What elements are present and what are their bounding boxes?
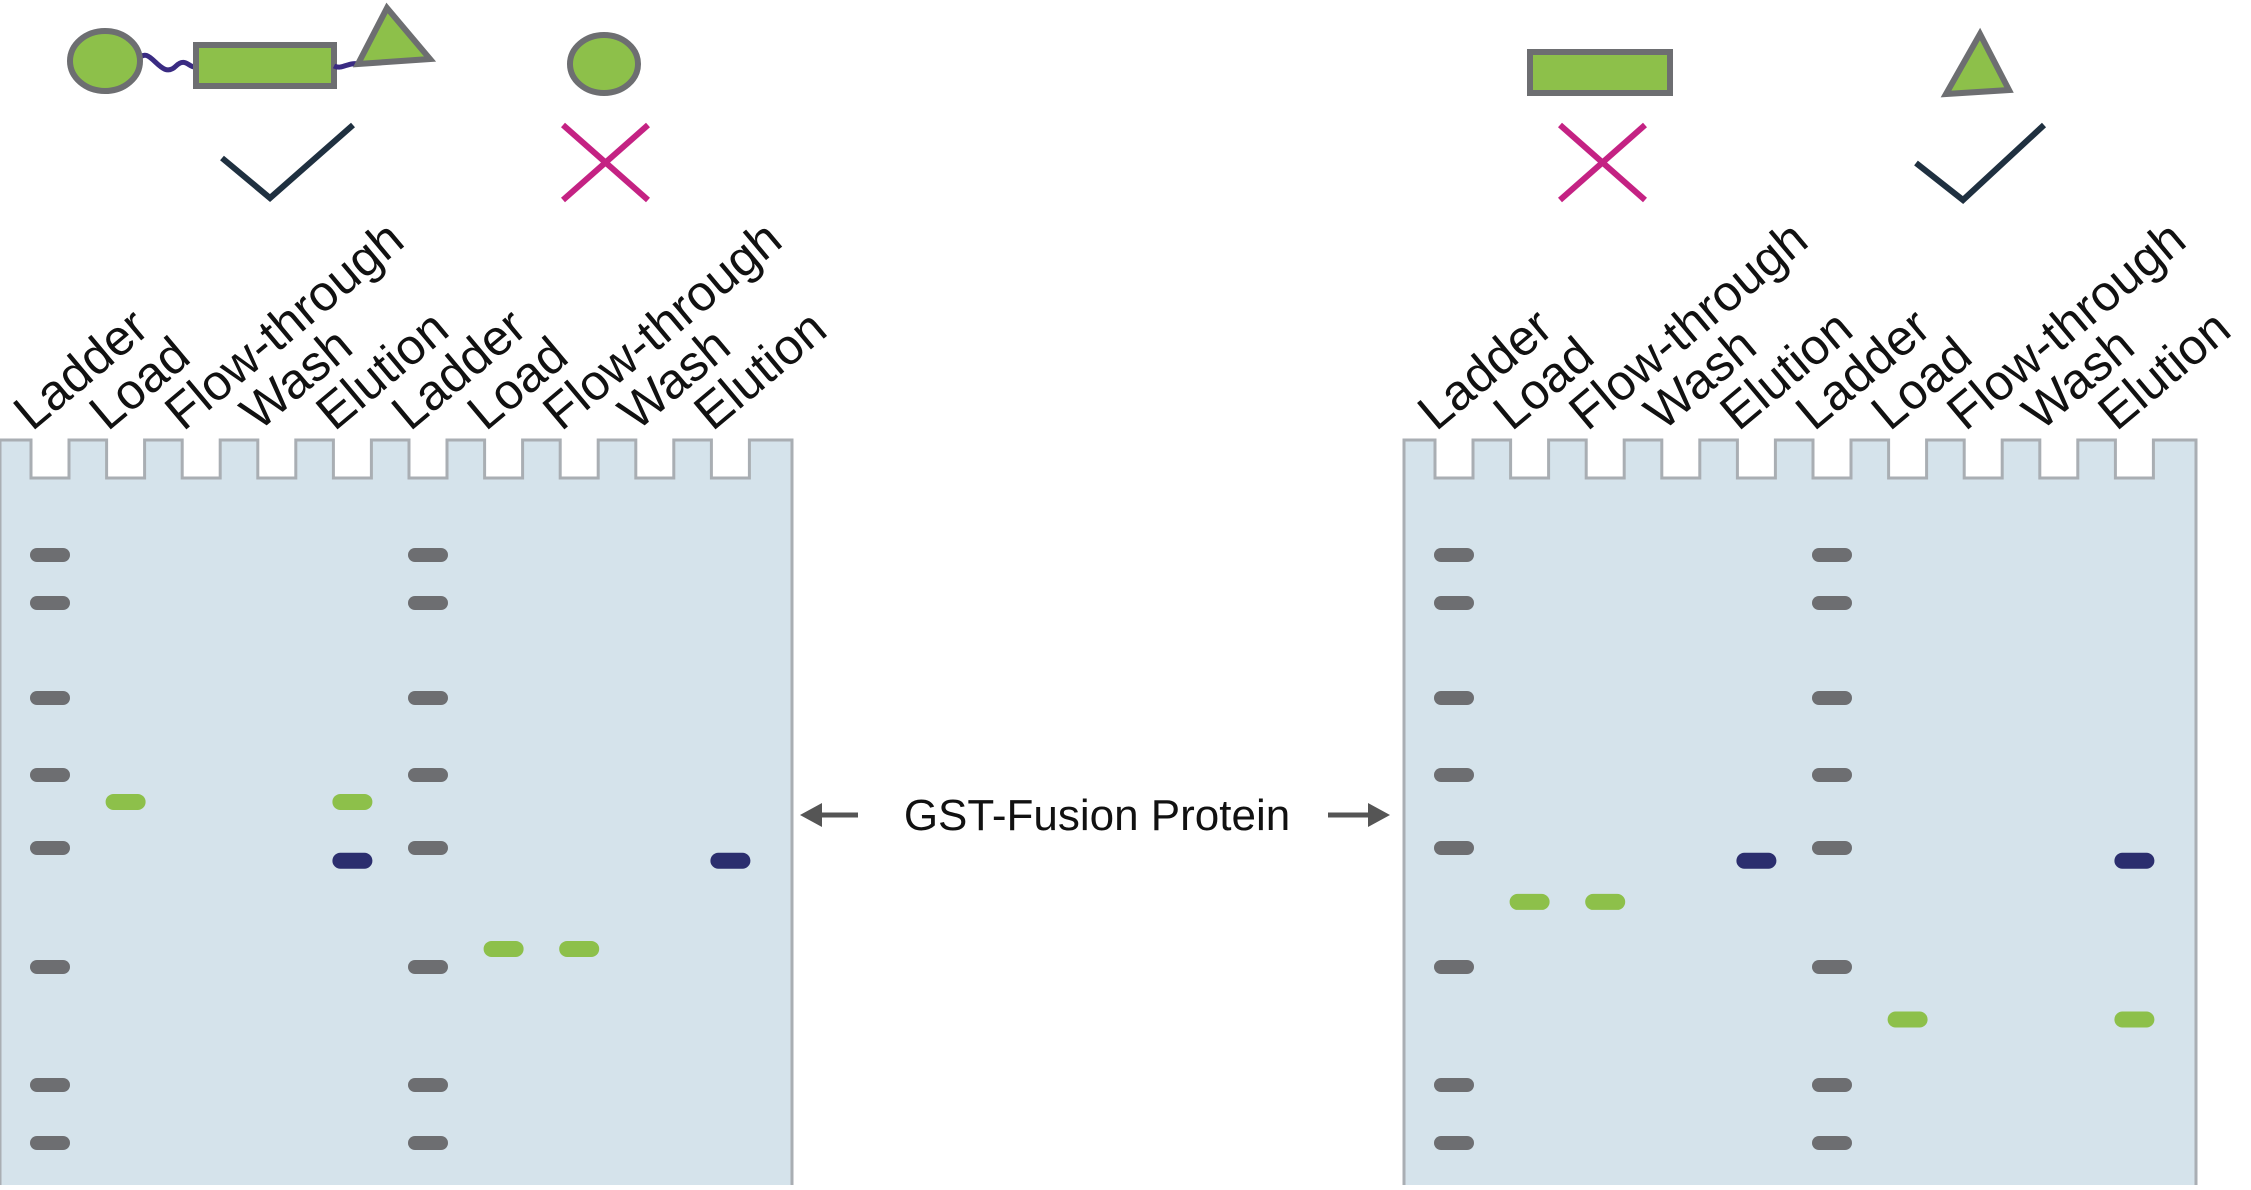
cross-stroke-b xyxy=(1558,122,1647,203)
ladder-band xyxy=(408,1136,448,1150)
cross-stroke-b xyxy=(561,122,650,203)
ladder-band xyxy=(30,1078,70,1092)
ladder-band xyxy=(1434,691,1474,705)
ladder-band xyxy=(30,691,70,705)
ladder-band xyxy=(1812,841,1852,855)
ladder-band xyxy=(1812,1136,1852,1150)
ladder-band xyxy=(1434,768,1474,782)
gst-tag-icon xyxy=(567,32,641,96)
protein-band xyxy=(2114,1011,2155,1028)
left-lane-labels: LadderLoadFlow-throughWashElutionLadderL… xyxy=(3,210,837,440)
protein-band xyxy=(1509,893,1550,910)
ladder-band xyxy=(30,548,70,562)
protein-band xyxy=(1585,893,1626,910)
cross-mark-icon xyxy=(561,122,650,203)
ladder-band xyxy=(1434,841,1474,855)
ladder-band xyxy=(30,960,70,974)
protein-band xyxy=(483,940,524,957)
protein-band xyxy=(559,940,600,957)
protein-triangle-shape xyxy=(352,2,437,68)
ladder-band xyxy=(1812,960,1852,974)
ladder-band xyxy=(408,1078,448,1092)
ladder-band xyxy=(1434,548,1474,562)
ladder-band xyxy=(1434,1078,1474,1092)
cross-mark-icon xyxy=(1558,122,1647,203)
gel-body xyxy=(1402,438,2198,1190)
protein-rectangle-icon xyxy=(1527,49,1673,96)
linker-left xyxy=(135,52,198,73)
gst-ellipse-shape xyxy=(67,28,143,94)
fusion-protein-icon xyxy=(67,2,437,94)
check-mark-icon xyxy=(220,122,355,202)
ladder-band xyxy=(408,768,448,782)
ladder-band xyxy=(408,691,448,705)
ladder-band xyxy=(30,841,70,855)
gel-body xyxy=(0,438,794,1190)
center-annotation: GST-Fusion Protein xyxy=(800,791,1390,840)
gst-fusion-band xyxy=(2114,852,2155,869)
protein-triangle-icon xyxy=(1940,27,2014,98)
ladder-band xyxy=(408,841,448,855)
ladder-band xyxy=(408,548,448,562)
ladder-band xyxy=(1812,1078,1852,1092)
ladder-band xyxy=(408,596,448,610)
ladder-band xyxy=(1812,596,1852,610)
gst-fusion-band xyxy=(332,852,373,869)
gst-fusion-band xyxy=(1736,852,1777,869)
ladder-band xyxy=(30,1136,70,1150)
check-mark-icon xyxy=(1914,122,2047,204)
ladder-band xyxy=(1434,960,1474,974)
gst-fusion-band xyxy=(710,852,751,869)
ladder-band xyxy=(408,960,448,974)
protein-band xyxy=(105,793,146,810)
ladder-band xyxy=(1434,1136,1474,1150)
right-gel xyxy=(1402,438,2198,1190)
right-arrow-head xyxy=(1368,803,1390,827)
ladder-band xyxy=(1812,691,1852,705)
ladder-band xyxy=(30,596,70,610)
left-gel xyxy=(0,438,794,1190)
left-arrow-head xyxy=(800,803,822,827)
ladder-band xyxy=(1434,596,1474,610)
ladder-band xyxy=(30,768,70,782)
protein-band xyxy=(1887,1011,1928,1028)
protein-band xyxy=(332,793,373,810)
ladder-band xyxy=(1812,768,1852,782)
ladder-band xyxy=(1812,548,1852,562)
right-lane-labels: LadderLoadFlow-throughWashElutionLadderL… xyxy=(1407,210,2241,440)
protein-rectangle-shape xyxy=(193,42,337,89)
center-label: GST-Fusion Protein xyxy=(904,791,1290,840)
